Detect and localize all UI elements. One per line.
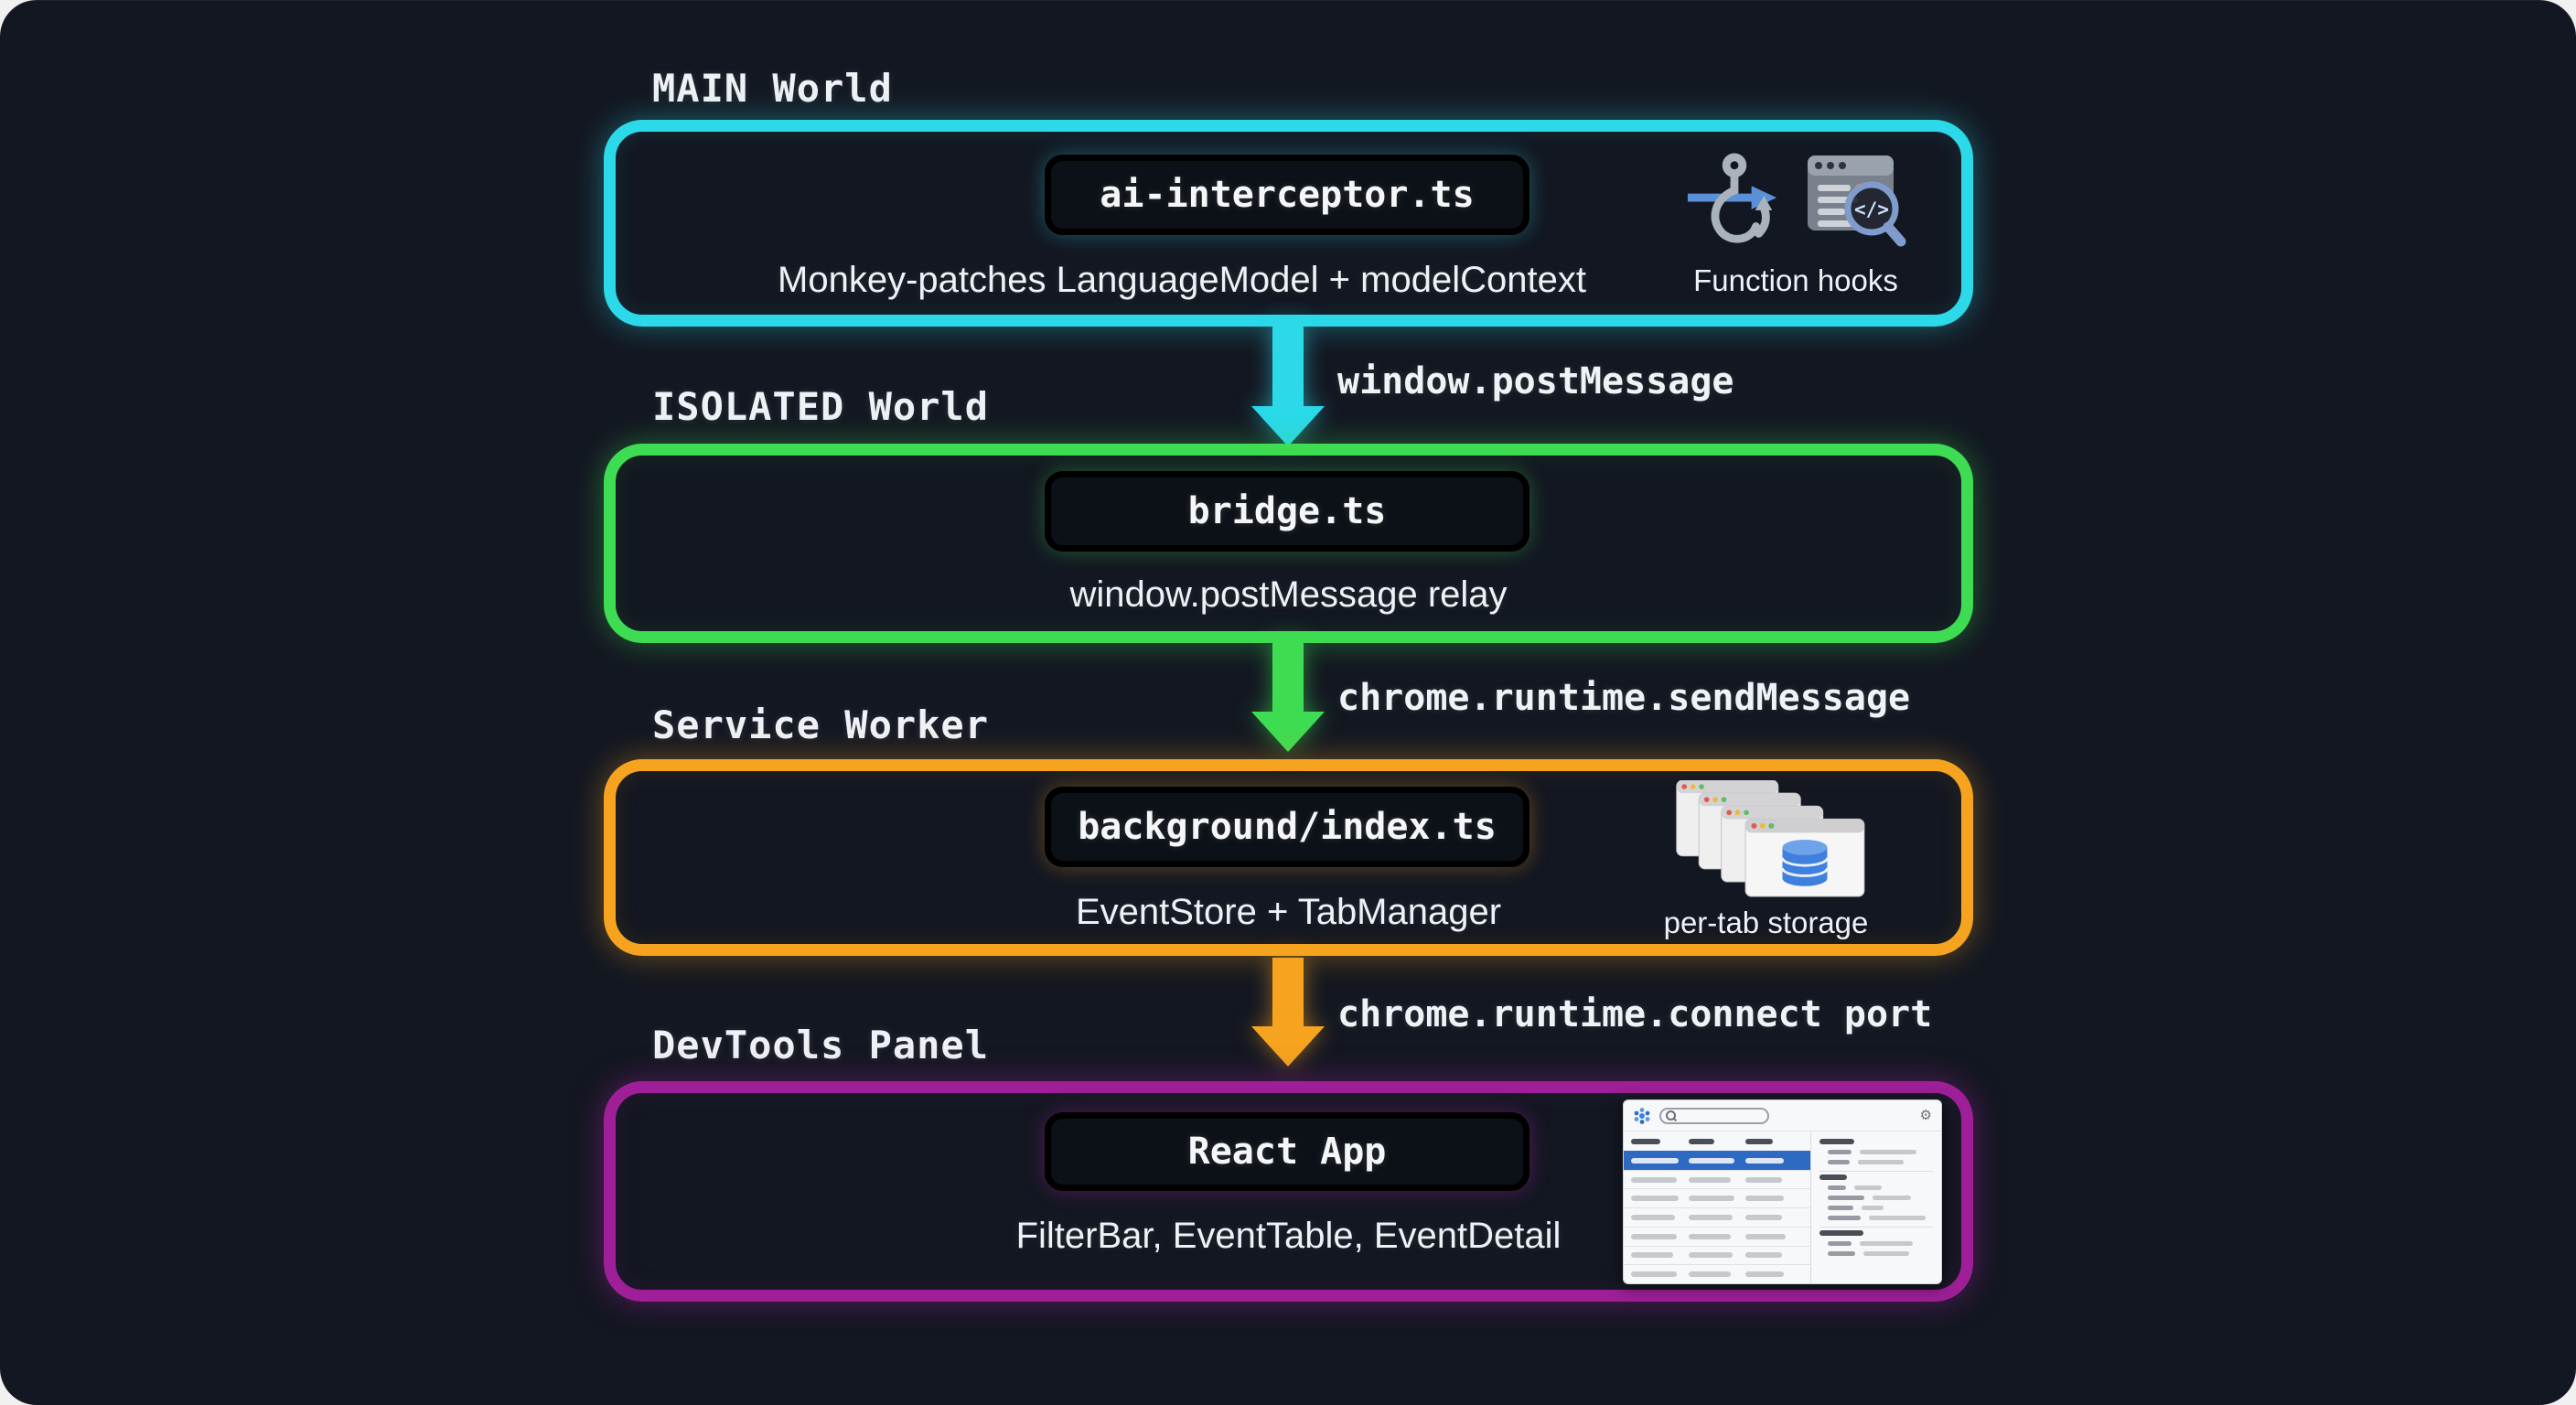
code-inspector-icon: </> [1808,156,1906,247]
isolated-world-description: window.postMessage relay [1069,574,1508,615]
event-detail-panel [1811,1132,1941,1283]
service-worker-description: EventStore + TabManager [1075,892,1502,932]
arrow-stem [1272,324,1304,408]
table-row-selected [1624,1151,1810,1170]
bridge-label: bridge.ts [1187,490,1387,532]
per-tab-storage-icon [1676,780,1865,897]
svg-text:</>: </> [1854,198,1889,220]
service-worker-box: background/index.ts EventStore + TabMana… [604,759,1973,956]
function-hooks-icons: </> [1685,150,1914,256]
search-input [1659,1107,1769,1124]
arrow-head [1251,406,1325,446]
arrow-stem [1272,640,1304,713]
detail-section [1819,1136,1933,1172]
detail-section [1819,1172,1933,1228]
hook-arrow-icon [1687,153,1777,243]
arrow-label-connect-port: chrome.runtime.connect port [1337,993,1933,1035]
background-index-label: background/index.ts [1078,806,1497,848]
ai-interceptor-box: ai-interceptor.ts [1045,155,1530,235]
table-row [1624,1264,1810,1283]
function-hooks-caption: Function hooks [1693,263,1898,297]
table-row [1624,1245,1810,1265]
table-row [1624,1188,1810,1207]
arrow-stem [1272,958,1304,1028]
column-header [1631,1138,1689,1144]
table-row [1624,1169,1810,1189]
devtools-panel-screenshot: ⚙ [1623,1099,1942,1284]
react-app-label: React App [1187,1131,1387,1173]
event-table [1624,1132,1811,1283]
devtools-panel-box: React App FilterBar, EventTable, EventDe… [604,1081,1973,1302]
database-icon [1781,839,1829,886]
devtools-panel-title: DevTools Panel [652,1023,990,1067]
table-row [1624,1226,1810,1246]
search-icon [1666,1110,1676,1121]
app-logo-icon [1634,1107,1650,1124]
arrow-label-sendmessage: chrome.runtime.sendMessage [1337,677,1911,719]
bridge-box: bridge.ts [1045,471,1530,552]
main-world-description: Monkey-patches LanguageModel + modelCont… [778,260,1586,300]
gear-icon: ⚙ [1919,1108,1932,1123]
table-header [1624,1132,1810,1151]
service-worker-title: Service Worker [652,702,990,747]
arrow-head [1251,1026,1325,1067]
arrow-head [1251,712,1325,752]
per-tab-storage-caption: per-tab storage [1663,906,1869,939]
react-app-box: React App [1045,1112,1530,1191]
background-index-box: background/index.ts [1045,787,1530,867]
arrow-label-postmessage: window.postMessage [1337,360,1734,402]
main-world-title: MAIN World [652,66,893,111]
column-header [1745,1138,1803,1144]
devtools-panel-description: FilterBar, EventTable, EventDetail [1015,1216,1562,1256]
detail-section [1819,1228,1933,1262]
main-world-box: ai-interceptor.ts Monkey-patches Languag… [604,120,1973,327]
ai-interceptor-label: ai-interceptor.ts [1100,174,1475,216]
screenshot-body [1624,1132,1941,1283]
table-row [1624,1207,1810,1227]
isolated-world-title: ISOLATED World [652,384,990,429]
column-header [1688,1138,1746,1144]
isolated-world-box: bridge.ts window.postMessage relay [604,444,1973,643]
screenshot-toolbar: ⚙ [1624,1100,1941,1132]
